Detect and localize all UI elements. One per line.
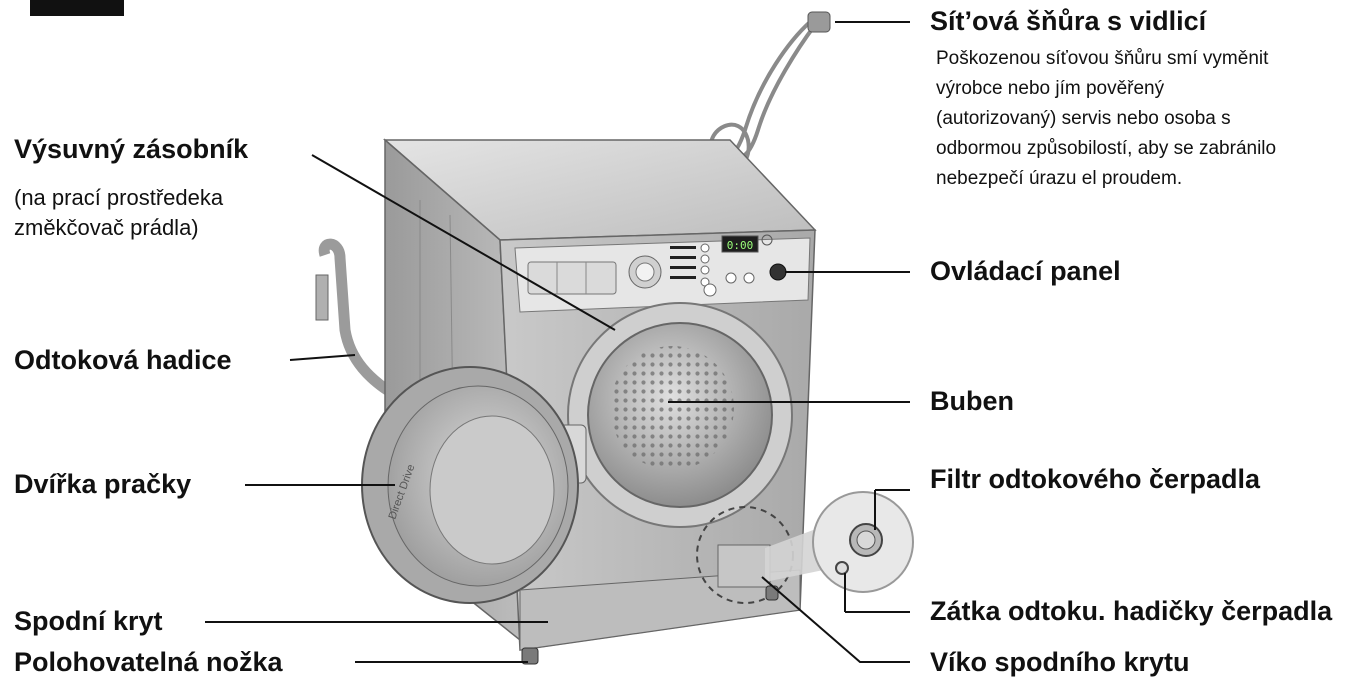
detergent-drawer-art [527, 261, 617, 295]
drawer-label: Výsuvný zásobník [14, 134, 249, 164]
drum-label: Buben [930, 386, 1014, 416]
drain-plug-label: Zátka odtoku. hadičky čerpadla [930, 596, 1333, 626]
page-tab-marker [30, 0, 124, 16]
power-cord-note-line: odbormou způsobilostí, aby se zabránilo [936, 138, 1277, 159]
drawer-note: (na prací prostředeka změkčovač prádla) [14, 183, 223, 243]
drawer-note-line: (na prací prostředeka [14, 185, 224, 210]
control-panel-label: Ovládací panel [930, 256, 1121, 286]
leader-lines [205, 21, 910, 663]
drawer-note-line: změkčovač prádla) [14, 215, 199, 240]
display-screen [721, 235, 759, 253]
leveling-foot-label: Polohovatelná nožka [14, 647, 283, 677]
display-readout: 0:00 [727, 239, 754, 252]
pump-filter-label: Filtr odtokového čerpadla [930, 464, 1261, 494]
lower-cover-lid-label: Víko spodního krytu [930, 647, 1190, 677]
power-cord-note: Poškozenou síťovou šňůru smí vyměnit výr… [936, 44, 1276, 194]
power-cord-note-line: výrobce nebo jím pověřený [936, 78, 1165, 99]
power-cord-note-line: nebezpečí úrazu el proudem. [936, 168, 1183, 189]
leveling-foot-art [521, 647, 539, 665]
drain-hose-label: Odtoková hadice [14, 345, 232, 375]
power-cord-note-line: Poškozenou síťovou šňůru smí vyměnit [936, 48, 1269, 69]
power-cord-note-line: (autorizovaný) servis nebo osoba s [936, 108, 1231, 129]
power-button-icon [769, 263, 787, 281]
lower-cover-lid-art [717, 544, 771, 588]
drain-hose-art [318, 238, 398, 400]
power-cord-label: Sít’ová šňůra s vidlicí [930, 6, 1207, 36]
door-label: Dvířka pračky [14, 469, 192, 499]
lower-cover-label: Spodní kryt [14, 606, 163, 636]
plug-icon [807, 11, 831, 33]
